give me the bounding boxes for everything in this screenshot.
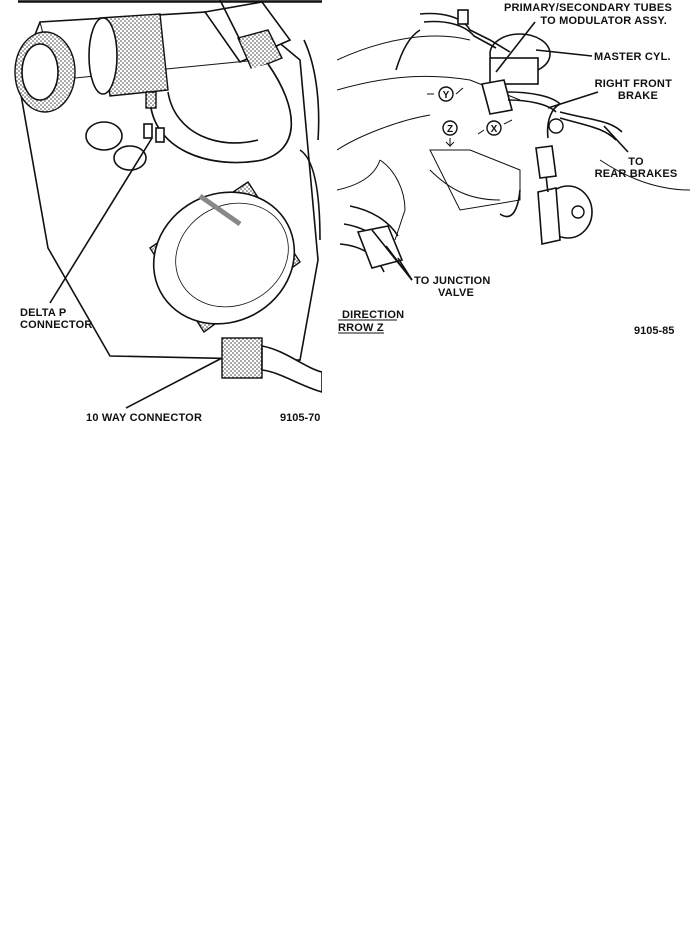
delta-p-leader	[49, 137, 153, 304]
ten-way-connector-label: 10 WAY CONNECTOR	[86, 412, 202, 424]
hydraulic-control-unit-drawing	[14, 0, 322, 393]
delta-p-label-line2: CONNECTOR	[20, 319, 93, 331]
rear-brakes-label-line1: TO	[628, 156, 644, 168]
junction-leader-3	[397, 257, 413, 281]
brake-line-routing-drawing	[337, 9, 691, 273]
right-front-label-line2: BRAKE	[618, 90, 658, 102]
view-marker-z: Z	[442, 120, 458, 148]
direction-label-line1: DIRECTION	[342, 309, 404, 321]
direction-label-line2: RROW Z	[338, 322, 384, 334]
tubes-label-line2: TO MODULATOR ASSY.	[540, 15, 667, 27]
tubes-label-line1: PRIMARY/SECONDARY TUBES	[504, 2, 672, 14]
view-marker-z-letter: Z	[447, 124, 453, 135]
right-front-label-line1: RIGHT FRONT	[595, 78, 672, 90]
view-marker-y: Y	[427, 86, 464, 102]
view-marker-x-letter: X	[491, 124, 498, 135]
delta-p-label-line1: DELTA P	[20, 307, 66, 319]
left-figure-number: 9105-70	[280, 412, 320, 424]
junction-label-line2: VALVE	[438, 287, 474, 299]
view-marker-x: X	[477, 119, 513, 136]
junction-label-line1: TO JUNCTION	[414, 275, 491, 287]
master-cyl-leader	[535, 49, 593, 57]
right-figure-number: 9105-85	[634, 325, 674, 337]
rear-brakes-leader	[603, 125, 629, 153]
left-figure: DELTA P CONNECTOR 10 WAY CONNECTOR 9105-…	[14, 0, 322, 424]
right-figure: Y Z X PRIMARY/SECONDARY TUBES TO MODULAT…	[337, 2, 691, 337]
view-marker-y-letter: Y	[443, 90, 450, 101]
right-front-brake-leader	[547, 91, 599, 109]
rear-brakes-label-line2: REAR BRAKES	[595, 168, 678, 180]
ten-way-leader	[125, 357, 223, 409]
tubes-leader	[495, 21, 536, 73]
master-cyl-label: MASTER CYL.	[594, 51, 671, 63]
